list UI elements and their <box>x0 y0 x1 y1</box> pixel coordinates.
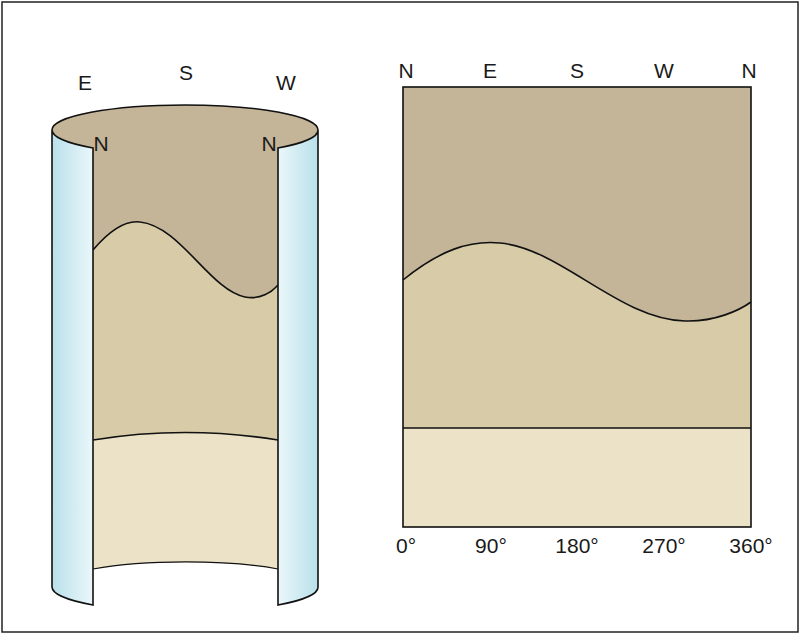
dipping-layer <box>403 242 751 428</box>
compass-label: S <box>179 62 193 83</box>
upper-layer <box>403 87 751 527</box>
compass-label: N <box>261 133 276 154</box>
compass-label: E <box>78 72 92 93</box>
core-rim <box>52 105 318 130</box>
compass-label: S <box>570 60 584 81</box>
compass-label: N <box>741 60 756 81</box>
angle-label: 180° <box>555 535 598 556</box>
dipping-layer <box>93 222 278 440</box>
compass-label: W <box>276 72 296 93</box>
compass-label: N <box>93 133 108 154</box>
angle-label: 0° <box>396 535 416 556</box>
lower-layer <box>93 433 278 611</box>
bedding-trace <box>93 222 278 298</box>
unrolled-outline <box>403 87 751 527</box>
sinusoid-trace <box>403 242 751 321</box>
unrolled-core <box>403 87 751 527</box>
upper-layer <box>90 90 282 610</box>
flat-contact <box>403 427 751 429</box>
core-bottom-edge <box>93 562 278 569</box>
cut-face <box>278 130 318 605</box>
core-cylinder <box>52 90 318 610</box>
compass-label: N <box>398 60 413 81</box>
flat-contact <box>93 433 278 441</box>
angle-label: 270° <box>642 535 685 556</box>
compass-label: E <box>483 60 497 81</box>
compass-label: W <box>654 60 674 81</box>
angle-label: 360° <box>729 535 772 556</box>
cut-face <box>52 130 93 605</box>
angle-label: 90° <box>475 535 507 556</box>
lower-layer <box>403 428 751 527</box>
